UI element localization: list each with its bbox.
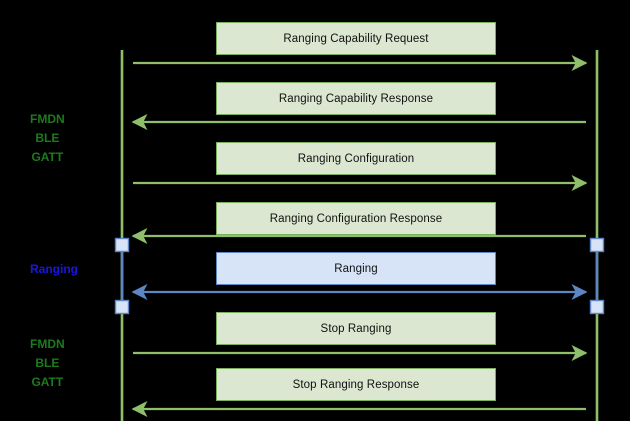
- message-box-ranging-configuration-response[interactable]: Ranging Configuration Response: [216, 202, 496, 235]
- ranging-activation-handle[interactable]: [589, 237, 605, 253]
- ranging-activation-handle[interactable]: [114, 299, 130, 315]
- lifelines-group: [120, 50, 599, 421]
- ranging-activation-handle[interactable]: [589, 299, 605, 315]
- message-label-stop-ranging: Stop Ranging: [320, 322, 392, 335]
- message-box-ranging[interactable]: Ranging: [216, 252, 496, 285]
- message-label-ranging: Ranging: [334, 262, 378, 275]
- message-label-stop-ranging-response: Stop Ranging Response: [292, 378, 420, 391]
- message-label-ranging-capability-response: Ranging Capability Response: [278, 92, 434, 105]
- message-label-ranging-configuration: Ranging Configuration: [297, 152, 415, 165]
- message-box-ranging-capability-request[interactable]: Ranging Capability Request: [216, 22, 496, 55]
- phase-fmdn-bottom: FMDN BLE GATT: [30, 337, 65, 389]
- ranging-activation-handle[interactable]: [114, 237, 130, 253]
- message-box-ranging-configuration[interactable]: Ranging Configuration: [216, 142, 496, 175]
- phase-fmdn-top: FMDN BLE GATT: [30, 112, 65, 164]
- phase-ranging: Ranging: [30, 262, 78, 276]
- message-label-ranging-configuration-response: Ranging Configuration Response: [269, 212, 443, 225]
- message-label-ranging-capability-request: Ranging Capability Request: [283, 32, 429, 45]
- message-box-stop-ranging[interactable]: Stop Ranging: [216, 312, 496, 345]
- message-arrows-group: [131, 54, 588, 418]
- message-box-stop-ranging-response[interactable]: Stop Ranging Response: [216, 368, 496, 401]
- ranging-activation-group: [114, 237, 605, 315]
- message-box-ranging-capability-response[interactable]: Ranging Capability Response: [216, 82, 496, 115]
